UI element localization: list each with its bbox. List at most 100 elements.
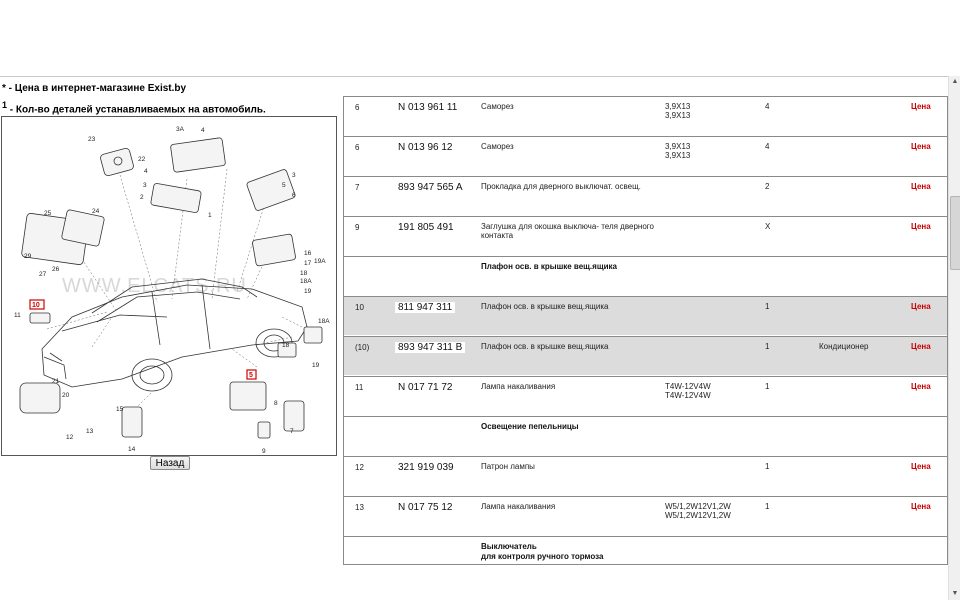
price-link[interactable]: Цена (911, 222, 931, 231)
section-header-row: Освещение пепельницы (344, 416, 947, 455)
callout-highlight-10[interactable] (29, 299, 45, 310)
spec-value: 3,9X13 (665, 102, 691, 111)
price-link[interactable]: Цена (911, 502, 931, 511)
price-link[interactable]: Цена (911, 302, 931, 311)
spec-value: T4W-12V4W (665, 382, 711, 391)
section-header-row: Плафон осв. в крышке вещ.ящика (344, 256, 947, 295)
callout-4: 4 (144, 168, 148, 175)
spec-value: 3,9X13 (665, 111, 691, 120)
callout-6: 6 (292, 192, 296, 199)
table-row: 9 191 805 491 Заглушка для окошка выключа-… (344, 216, 947, 255)
price-link[interactable]: Цена (911, 342, 931, 351)
callout-3: 3 (292, 172, 296, 179)
article-number[interactable]: 811 947 311 (395, 302, 456, 313)
article-number[interactable]: N 013 961 11 (398, 102, 458, 113)
row-number: 13 (355, 503, 364, 512)
callout-24: 24 (92, 208, 100, 215)
spec-value: W5/1,2W12V1,2W (665, 511, 731, 520)
part-name: Прокладка для дверного выключат. освещ. (481, 182, 641, 191)
vertical-scrollbar[interactable]: ▲ ▼ (948, 76, 960, 600)
article-number[interactable]: 893 947 565 A (398, 182, 463, 193)
article-number[interactable]: 191 805 491 (398, 222, 454, 233)
callout-13: 13 (86, 428, 94, 435)
callout-1: 1 (208, 212, 212, 219)
part-name: Плафон осв. в крышке вещ.ящика (481, 302, 609, 311)
callout-29: 29 (24, 253, 32, 260)
price-marker: * (2, 83, 6, 94)
part-name: Саморез (481, 102, 514, 111)
price-note-text: - Цена в интернет-магазине Exist.by (5, 83, 187, 94)
parts-diagram[interactable]: WWW.ELCATS.RU (1, 116, 337, 456)
row-number: 6 (355, 143, 360, 152)
scroll-up-arrow-icon[interactable]: ▲ (951, 78, 959, 85)
callout-3: 3 (143, 182, 147, 189)
callout-19: 19 (312, 362, 320, 369)
row-number: 11 (355, 383, 364, 392)
callout-15: 15 (116, 406, 124, 413)
article-number[interactable]: N 017 75 12 (398, 502, 453, 513)
callout-9: 9 (262, 448, 266, 455)
section-title-line: Выключатель (481, 542, 537, 551)
qty-marker: 1 (2, 100, 8, 110)
scroll-down-arrow-icon[interactable]: ▼ (951, 590, 959, 597)
back-button[interactable]: Назад (150, 456, 190, 470)
section-title-line: Освещение пепельницы (481, 422, 579, 431)
spec-value: 3,9X13 (665, 142, 691, 151)
quantity: 1 (765, 462, 770, 471)
callout-5: 5 (282, 182, 286, 189)
price-note: * - Цена в интернет-магазине Exist.by (2, 80, 266, 97)
price-link[interactable]: Цена (911, 142, 931, 151)
callout-14: 14 (128, 446, 136, 453)
section-title: Плафон осв. в крышке вещ.ящика (481, 262, 617, 272)
callout-4: 4 (201, 127, 205, 134)
price-link[interactable]: Цена (911, 102, 931, 111)
remark: Кондиционер (819, 342, 869, 351)
callout-18A: 18A (300, 278, 312, 285)
callout-7: 7 (290, 428, 294, 435)
row-number: 12 (355, 463, 364, 472)
quantity: 4 (765, 102, 770, 111)
callout-3A: 3A (176, 126, 185, 133)
price-link[interactable]: Цена (911, 382, 931, 391)
qty-note-text: - Кол-во деталей устанавливаемых на авто… (7, 104, 266, 116)
article-number[interactable]: N 017 71 72 (398, 382, 453, 393)
part-name: Саморез (481, 142, 514, 151)
part-name: Лампа накаливания (481, 382, 556, 391)
callout-highlight-5[interactable] (246, 369, 257, 380)
spec-value: W5/1,2W12V1,2W (665, 502, 731, 511)
diagram-watermark: WWW.ELCATS.RU (62, 275, 247, 297)
callout-26: 26 (52, 266, 60, 273)
table-row: 10 811 947 311 Плафон осв. в крышке вещ.ящ… (344, 296, 947, 335)
callout-18: 18 (300, 270, 308, 277)
spec-value: 3,9X13 (665, 151, 691, 160)
price-link[interactable]: Цена (911, 462, 931, 471)
price-link[interactable]: Цена (911, 182, 931, 191)
row-number: 10 (355, 303, 364, 312)
row-number: (10) (355, 343, 370, 352)
row-number: 9 (355, 223, 360, 232)
qty-note: 1 - Кол-во деталей устанавливаемых на ав… (2, 97, 266, 118)
article-number[interactable]: 893 947 311 B (395, 342, 466, 353)
section-title-line: для контроля ручного тормоза (481, 552, 604, 561)
callout-23: 23 (88, 136, 96, 143)
quantity: 2 (765, 182, 770, 191)
callout-5: 5 (249, 372, 253, 379)
part-name: Заглушка для окошка выключа- теля дверно… (481, 222, 654, 240)
spec-value: T4W-12V4W (665, 391, 711, 400)
article-number[interactable]: 321 919 039 (398, 462, 454, 473)
section-title-line: Плафон осв. в крышке вещ.ящика (481, 262, 617, 271)
article-number[interactable]: N 013 96 12 (398, 142, 453, 153)
scroll-thumb[interactable] (950, 196, 960, 270)
callout-16: 16 (304, 250, 312, 257)
